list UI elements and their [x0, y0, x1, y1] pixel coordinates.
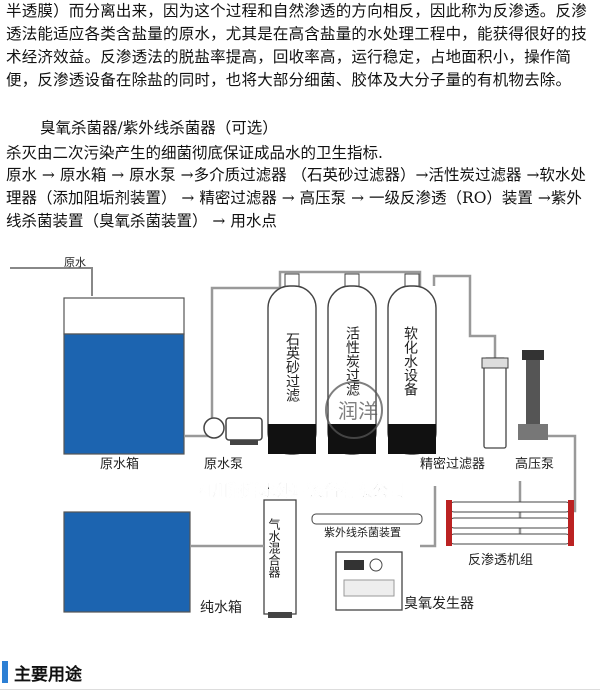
gas-water-mixer — [263, 499, 297, 618]
tank2-label: 活性炭过滤 — [344, 326, 360, 397]
intro-paragraph: 半透膜）而分离出来，因为这个过程和自然渗透的方向相反，因此称为反渗透。反渗透法能… — [6, 2, 587, 89]
tank3-label: 软化水设备 — [402, 326, 418, 396]
raw-tank-label: 原水箱 — [100, 456, 139, 472]
raw-water-pump — [203, 417, 263, 445]
activated-carbon-filter-tank — [327, 273, 377, 455]
uv-sterilizer-label: 紫外线杀菌装置 — [324, 525, 401, 539]
raw-water-label: 原水 — [64, 256, 86, 269]
ro-unit-label: 反渗透机组 — [468, 553, 533, 568]
company-watermark: 四川润洋水处理设备有限公司 — [196, 481, 404, 500]
process-diagram: 原水 原水箱 原水泵 石英砂过滤 活性炭过滤 软化水设备 — [10, 256, 577, 618]
quartz-sand-filter-tank — [267, 273, 317, 455]
ozone-generator — [335, 551, 403, 611]
water-softener-tank — [387, 273, 437, 455]
ro-membrane-unit — [446, 500, 574, 546]
sterilizer-subheading: 臭氧杀菌器/紫外线杀菌器（可选） — [40, 119, 278, 137]
logo-text: 润洋 — [338, 399, 378, 423]
uv-sterilizer — [311, 513, 423, 525]
high-pressure-pump — [518, 350, 548, 440]
raw-water-inlet — [10, 267, 93, 296]
tank1-label: 石英砂过滤 — [284, 332, 300, 403]
section-accent-bar — [2, 661, 8, 683]
company-logo: 润洋 — [325, 381, 383, 439]
pure-water-tank — [63, 511, 264, 613]
raw-water-tank — [63, 297, 185, 455]
main-uses-section: 主要用途 — [0, 651, 600, 691]
section-title: 主要用途 — [14, 665, 82, 685]
raw-pump-label: 原水泵 — [204, 457, 243, 472]
high-pressure-pump-label: 高压泵 — [515, 456, 554, 472]
process-flow-text: 原水 → 原水箱 → 原水泵 →多介质过滤器 （石英砂过滤器）→活性炭过滤器 →… — [6, 166, 586, 230]
pure-tank-label: 纯水箱 — [200, 600, 242, 616]
precision-filter-label: 精密过滤器 — [420, 456, 485, 472]
gas-water-mixer-label: 气水混合器 — [267, 517, 281, 579]
section-divider — [0, 689, 600, 690]
ozone-generator-label: 臭氧发生器 — [404, 596, 474, 612]
sterilizer-description: 杀灭由二次污染产生的细菌彻底保证成品水的卫生指标. — [6, 144, 383, 162]
precision-filter — [481, 357, 509, 449]
